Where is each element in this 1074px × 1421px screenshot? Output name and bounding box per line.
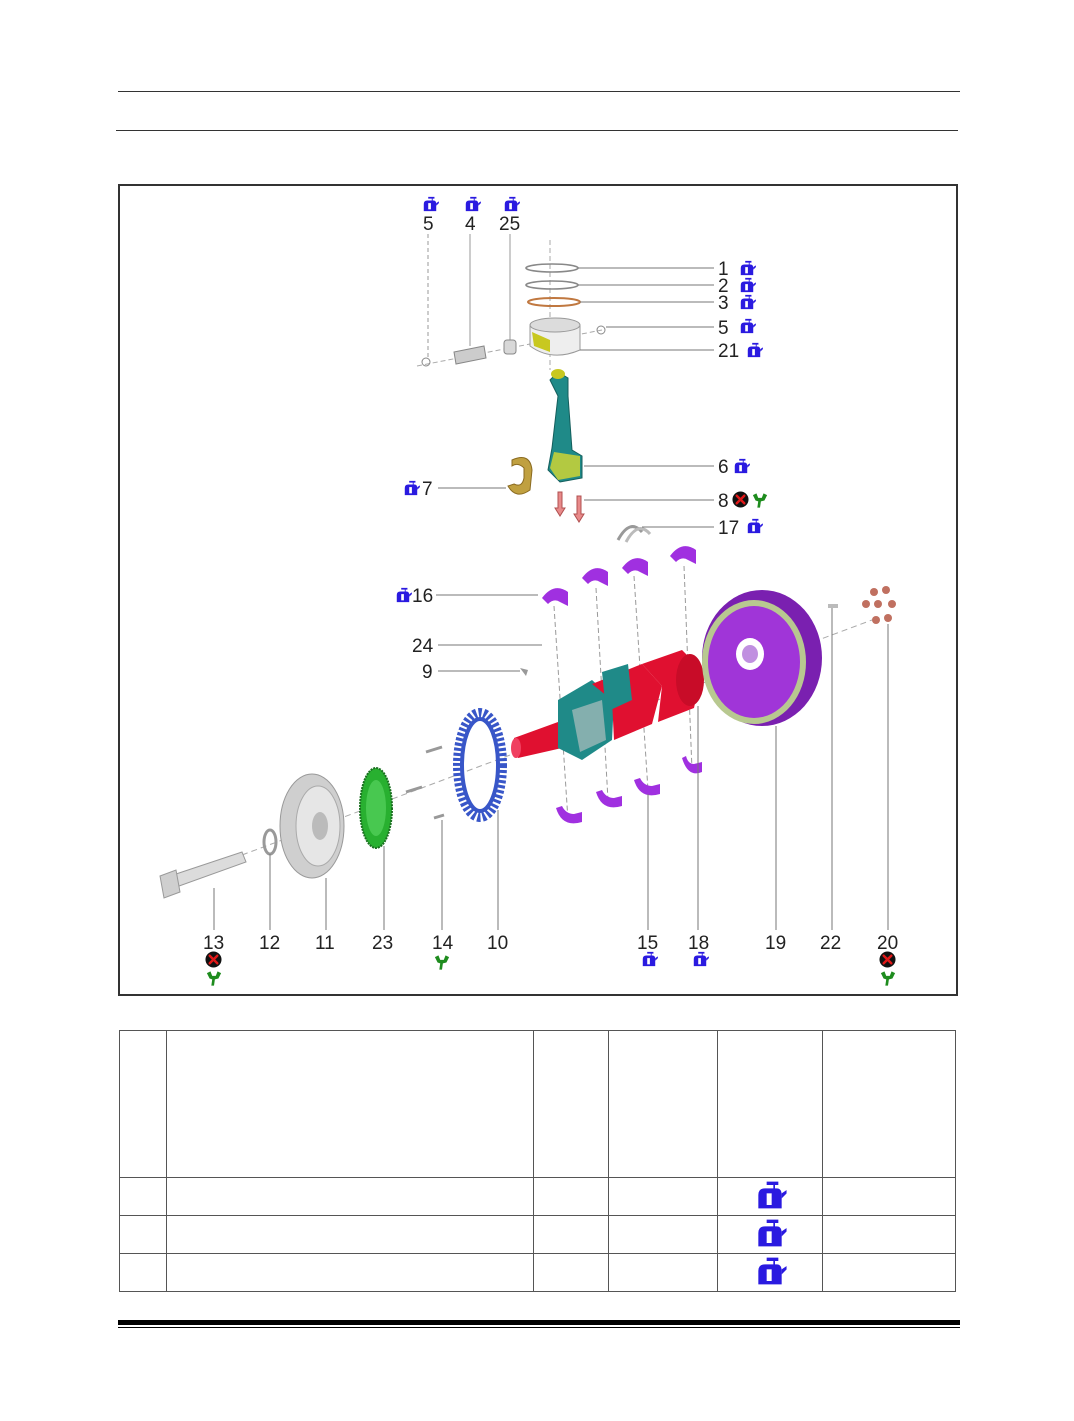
row-num <box>119 1177 167 1216</box>
callout-label: 5 <box>718 318 729 339</box>
header-cell-spec <box>608 1030 719 1178</box>
exploded-diagram-frame: 5 4 25 1 2 3 5 21 6 7 8 17 <box>118 184 958 996</box>
callout-label: 5 <box>423 214 434 235</box>
footer-rule-thin <box>118 1327 960 1328</box>
oil-can-icon <box>642 951 658 967</box>
callout-label: 7 <box>422 479 433 500</box>
oil-can-icon <box>740 294 756 310</box>
callout-label: 17 <box>718 518 739 539</box>
row-icon-cell <box>717 1215 824 1254</box>
row-description <box>165 1253 535 1292</box>
header-cell-icon <box>717 1030 824 1178</box>
row-description <box>165 1215 535 1254</box>
header-cell-qty <box>533 1030 610 1178</box>
oil-can-icon <box>747 342 763 358</box>
row-qty <box>533 1177 610 1216</box>
replace-x-icon <box>879 951 896 968</box>
table-row <box>119 1177 956 1216</box>
callout-label: 4 <box>465 214 476 235</box>
oil-can-icon <box>465 196 481 212</box>
row-note <box>822 1177 956 1216</box>
row-num <box>119 1253 167 1292</box>
callout-label: 12 <box>259 933 280 954</box>
callout-label: 22 <box>820 933 841 954</box>
replace-x-icon <box>732 491 749 508</box>
oil-can-icon <box>504 196 520 212</box>
callout-label: 3 <box>718 293 729 314</box>
callout-label: 20 <box>877 933 898 954</box>
callout-label: 10 <box>487 933 508 954</box>
parts-table <box>119 1030 956 1292</box>
header-rule-top <box>118 91 960 92</box>
callout-label: 18 <box>688 933 709 954</box>
callout-label: 13 <box>203 933 224 954</box>
header-rule-bottom <box>116 130 958 131</box>
oil-can-icon <box>740 277 756 293</box>
callout-label: 23 <box>372 933 393 954</box>
row-qty <box>533 1253 610 1292</box>
row-note <box>822 1253 956 1292</box>
callout-label: 21 <box>718 341 739 362</box>
oil-can-icon <box>740 260 756 276</box>
row-num <box>119 1215 167 1254</box>
oil-can-icon <box>753 1218 787 1248</box>
oil-can-icon <box>734 458 750 474</box>
torque-wrench-icon <box>434 955 450 970</box>
oil-can-icon <box>747 518 763 534</box>
callout-label: 1 <box>718 259 729 280</box>
callout-label: 2 <box>718 276 729 297</box>
row-qty <box>533 1215 610 1254</box>
callout-label: 24 <box>412 636 434 657</box>
torque-wrench-icon <box>752 493 768 508</box>
header-cell-description <box>165 1030 535 1178</box>
torque-wrench-icon <box>880 971 896 986</box>
callout-label: 16 <box>412 586 433 607</box>
crankshaft-exploded-diagram: 5 4 25 1 2 3 5 21 6 7 8 17 <box>159 196 898 986</box>
callout-label: 14 <box>432 933 454 954</box>
table-row <box>119 1253 956 1292</box>
oil-can-icon <box>740 318 756 334</box>
oil-can-icon <box>404 480 420 496</box>
oil-can-icon <box>753 1180 787 1210</box>
callout-label: 19 <box>765 933 786 954</box>
row-note <box>822 1215 956 1254</box>
footer-rule-thick <box>118 1320 960 1325</box>
row-icon-cell <box>717 1253 824 1292</box>
oil-can-icon <box>693 951 709 967</box>
header-cell-num <box>119 1030 167 1178</box>
table-header-row <box>119 1030 956 1178</box>
oil-can-icon <box>753 1256 787 1286</box>
row-description <box>165 1177 535 1216</box>
callout-label: 8 <box>718 491 729 512</box>
callout-label: 25 <box>499 214 520 235</box>
row-spec <box>608 1253 719 1292</box>
callout-label: 11 <box>315 933 335 954</box>
callout-label: 6 <box>718 457 729 478</box>
torque-wrench-icon <box>206 971 222 986</box>
oil-can-icon <box>423 196 439 212</box>
replace-x-icon <box>205 951 222 968</box>
row-spec <box>608 1177 719 1216</box>
row-spec <box>608 1215 719 1254</box>
row-icon-cell <box>717 1177 824 1216</box>
header-cell-note <box>822 1030 956 1178</box>
oil-can-icon <box>396 587 412 603</box>
callout-label: 15 <box>637 933 658 954</box>
table-row <box>119 1215 956 1254</box>
callout-label: 9 <box>422 662 433 683</box>
